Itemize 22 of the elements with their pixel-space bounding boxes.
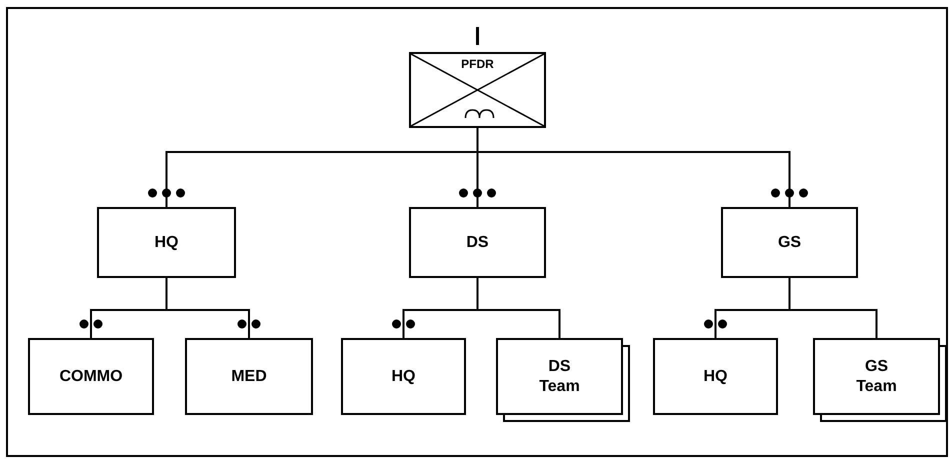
unit-name: HQ [390, 366, 416, 386]
unit-name: PFDR [460, 57, 495, 72]
unit-name: MED [230, 366, 268, 386]
unit-name: DS Team [538, 357, 581, 396]
unit-box [409, 207, 546, 278]
unit-name: GS [776, 232, 802, 252]
unit-box [496, 338, 623, 415]
unit-box [653, 338, 778, 415]
unit-box [97, 207, 236, 278]
unit-box [28, 338, 154, 415]
connector-line [476, 128, 790, 207]
unit-box [721, 207, 858, 278]
unit-name: GS Team [855, 357, 898, 396]
unit-box [341, 338, 466, 415]
unit-name: COMMO [58, 366, 124, 386]
unit-name: DS [465, 232, 490, 252]
connector-line [166, 278, 250, 338]
unit-name: HQ [702, 366, 728, 386]
unit-box [813, 338, 940, 415]
connector-line [476, 278, 560, 338]
unit-name: HQ [154, 232, 180, 252]
unit-box [185, 338, 313, 415]
